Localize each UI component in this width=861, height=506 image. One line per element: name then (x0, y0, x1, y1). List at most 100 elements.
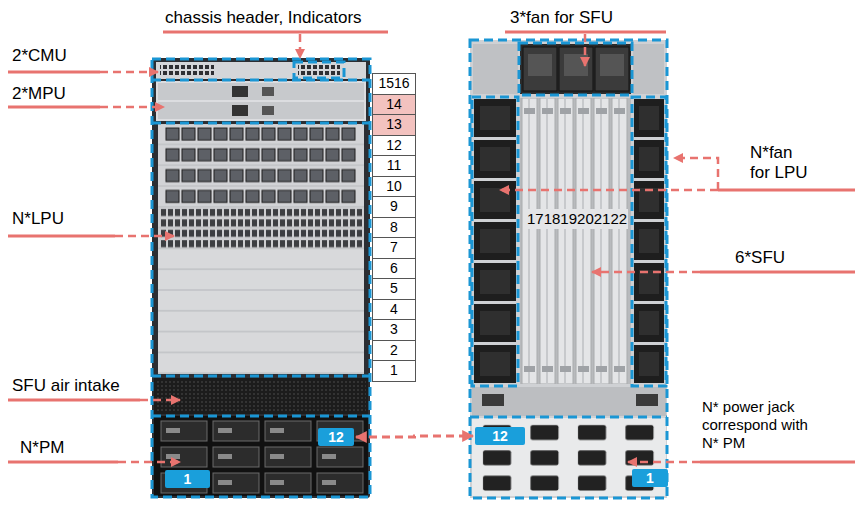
dashed-connector (356, 436, 473, 437)
sfu-fans (522, 46, 630, 92)
mpu-board (158, 102, 364, 119)
slot-range-badge: 12 (475, 427, 525, 445)
callout-underline (8, 235, 115, 238)
dashed-divider (152, 415, 370, 418)
dashed-frame (632, 97, 666, 386)
slot-number-cell: 6 (372, 258, 416, 280)
badge-number: 12 (328, 429, 344, 445)
slot-number-cell: 11 (372, 155, 416, 177)
leader-line (500, 189, 718, 192)
leader-line (118, 461, 180, 464)
leader-line (584, 34, 587, 66)
slot-number-cell: 3 (372, 319, 416, 341)
back-panel-part (482, 394, 504, 406)
lpu-ports (165, 124, 357, 207)
callout-underlines (8, 32, 855, 462)
callout-underline (700, 461, 855, 464)
dashed-divider (152, 375, 370, 378)
slot-number-cell: 5 (372, 278, 416, 300)
indicator-leds (298, 65, 340, 75)
callout-label: N* power jack correspond with N* PM (702, 398, 827, 452)
corner-panel (473, 44, 518, 94)
leader-line (592, 271, 700, 274)
dashed-frame (472, 97, 518, 386)
pm-modules (158, 418, 366, 496)
callout-underline (700, 271, 855, 274)
mpu-port (262, 106, 274, 115)
lpu-blank (158, 312, 364, 331)
callout-label: 2*CMU (12, 46, 67, 66)
sfu-boards (521, 98, 629, 384)
mpu-board (158, 83, 364, 100)
lpu-blank (158, 333, 364, 352)
slot-number-cell: 1 (372, 360, 416, 382)
corner-panel (633, 44, 664, 94)
leader-line (628, 461, 700, 464)
sfu-area (520, 98, 631, 384)
dashed-frame (519, 43, 632, 95)
slot-number-cell: 14 (372, 94, 416, 116)
air-intake (154, 378, 368, 414)
badge-number: 1 (646, 470, 654, 486)
lpu-area (158, 124, 364, 374)
slot-number-cell: 10 (372, 176, 416, 198)
mpu-port (232, 105, 248, 116)
back-chassis-body (470, 40, 667, 498)
leader-line (674, 158, 718, 190)
callout-leaders (100, 34, 718, 462)
callout-label: chassis header, Indicators (165, 8, 362, 28)
callout-underline (718, 189, 855, 192)
callout-label: N*PM (20, 438, 64, 458)
leader-line (140, 399, 180, 402)
lpu-blank (158, 353, 364, 372)
lpu-ports (160, 207, 362, 248)
dashed-frame (470, 40, 667, 498)
callout-underline (8, 399, 140, 402)
mpu-port (262, 87, 274, 96)
lpu-blank (158, 270, 364, 289)
slot-number-cell: 9 (372, 196, 416, 218)
back-lower-panel (472, 387, 666, 416)
dashed-frames (152, 40, 667, 498)
lpu-fans-right (634, 98, 664, 385)
leader-line (299, 34, 302, 58)
back-panel-part (636, 394, 658, 406)
sfu-fan-tray (520, 44, 631, 94)
callout-underline (505, 31, 666, 34)
callout-label: N*fan for LPU (750, 143, 814, 183)
slot-number-cell: 1516 (372, 73, 416, 95)
slot-number-cell: 2 (372, 340, 416, 362)
callout-label: N*LPU (12, 209, 64, 229)
callout-underline (8, 461, 118, 464)
badge-number: 12 (492, 428, 508, 444)
slot-number-cell: 13 (372, 114, 416, 136)
lpu-blank (158, 291, 364, 310)
dashed-frame (152, 59, 370, 497)
callout-label: SFU air intake (12, 376, 120, 396)
mpu-area (156, 81, 366, 121)
callout-underline (8, 71, 100, 74)
leader-line (100, 71, 158, 74)
lpu-blank (158, 249, 364, 268)
dashed-frame (294, 62, 344, 78)
slot-numbers: 171819202122 (526, 209, 628, 229)
cmu-strip (156, 62, 366, 79)
callout-label: 6*SFU (735, 248, 785, 268)
slot-number-cell: 4 (372, 299, 416, 321)
slot-range-badge: 12 (318, 428, 354, 446)
slot-range-badge: 1 (165, 470, 210, 488)
slot-number-cell: 12 (372, 135, 416, 157)
slot-range-badge: 1 (632, 469, 668, 487)
badge-number: 1 (184, 471, 192, 487)
dashed-divider (470, 416, 667, 419)
callout-underline (163, 31, 388, 34)
lpu-fans-left (474, 98, 516, 385)
air-intake-mesh (156, 380, 366, 412)
cmu-ports (160, 65, 214, 75)
slot-number-cell: 7 (372, 237, 416, 259)
callout-label: 2*MPU (12, 84, 66, 104)
mpu-port (232, 86, 248, 97)
dashed-divider (152, 122, 370, 125)
